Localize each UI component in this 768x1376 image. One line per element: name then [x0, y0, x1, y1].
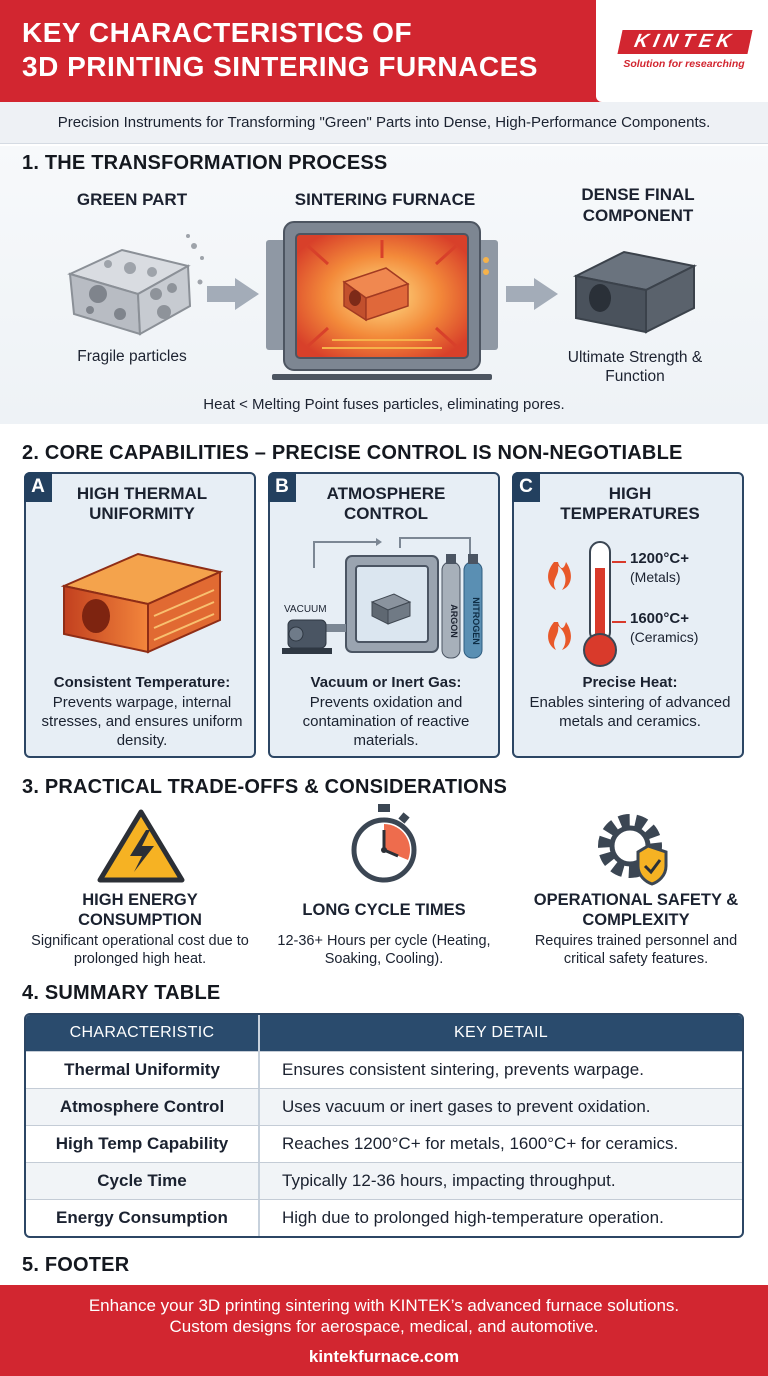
- footer-url-link[interactable]: kintekfurnace.com: [308, 1347, 460, 1366]
- table-header-characteristic: CHARACTERISTIC: [26, 1015, 260, 1051]
- arrow-right-icon: [506, 278, 558, 310]
- card-badge: A: [24, 472, 52, 502]
- nitrogen-label: NITROGEN: [471, 597, 481, 645]
- temp-mark-metals-value: 1200°C+: [630, 550, 689, 567]
- stage-final-label: DENSE FINAL COMPONENT: [581, 185, 695, 225]
- tradeoff-energy-title: HIGH ENERGY CONSUMPTION: [78, 891, 202, 929]
- tradeoff-safety-desc: Requires trained personnel and critical …: [534, 933, 738, 967]
- footer-line-1: Enhance your 3D printing sintering with …: [88, 1296, 680, 1315]
- temp-mark-ceramics-value: 1600°C+: [630, 610, 689, 627]
- thermometer-icon: [548, 541, 626, 667]
- card-description: Enables sintering of advanced metals and…: [529, 694, 731, 730]
- card-title: ATMOSPHERE CONTROL: [326, 484, 446, 523]
- table-header: CHARACTERISTIC KEY DETAIL: [26, 1015, 742, 1051]
- section-1-title: 1. THE TRANSFORMATION PROCESS: [22, 152, 388, 174]
- section-5-title: 5. FOOTER: [22, 1254, 130, 1276]
- card-description: Prevents oxidation and contamination of …: [302, 694, 470, 749]
- subtitle: Precision Instruments for Transforming "…: [0, 102, 768, 144]
- brand-logo[interactable]: KINTEK Solution for researching: [596, 0, 768, 102]
- table-cell-detail: High due to prolonged high-temperature o…: [282, 1208, 664, 1227]
- tradeoff-safety-title: OPERATIONAL SAFETY & COMPLEXITY: [533, 891, 739, 929]
- table-cell-characteristic: Thermal Uniformity: [26, 1052, 260, 1088]
- stage-final-caption: Ultimate Strength & Function: [567, 349, 703, 385]
- table-row: High Temp Capability Reaches 1200°C+ for…: [26, 1125, 742, 1162]
- card-heading: Vacuum or Inert Gas:: [310, 674, 462, 691]
- table-row: Atmosphere Control Uses vacuum or inert …: [26, 1088, 742, 1125]
- heated-block-icon: [60, 552, 224, 654]
- temp-mark-metals-label: (Metals): [630, 569, 681, 585]
- card-badge: C: [512, 472, 540, 502]
- table-row: Cycle Time Typically 12-36 hours, impact…: [26, 1162, 742, 1199]
- table-cell-detail: Ensures consistent sintering, prevents w…: [282, 1060, 644, 1079]
- table-cell-characteristic: High Temp Capability: [26, 1126, 260, 1162]
- capability-card-atmosphere: B ATMOSPHERE CONTROL VACUUM ARGON NITROG…: [268, 472, 500, 758]
- card-badge: B: [268, 472, 296, 502]
- header-banner: KEY CHARACTERISTICS OF 3D PRINTING SINTE…: [0, 0, 768, 102]
- footer-line-2: Custom designs for aerospace, medical, a…: [169, 1317, 599, 1336]
- vacuum-chamber-icon: [282, 537, 483, 659]
- card-heading: Consistent Temperature:: [53, 674, 231, 691]
- table-header-detail: KEY DETAIL: [454, 1024, 548, 1041]
- process-note: Heat < Melting Point fuses particles, el…: [203, 396, 565, 413]
- gear-shield-icon: [598, 814, 668, 886]
- stage-green-part-caption: Fragile particles: [77, 348, 187, 365]
- page-title: KEY CHARACTERISTICS OF 3D PRINTING SINTE…: [22, 16, 602, 84]
- title-line-1: KEY CHARACTERISTICS OF: [22, 17, 413, 48]
- section-4-title: 4. SUMMARY TABLE: [22, 982, 221, 1004]
- logo-wordmark: KINTEK: [617, 30, 753, 54]
- dense-component-icon: [572, 250, 698, 334]
- table-cell-characteristic: Cycle Time: [26, 1163, 260, 1199]
- green-part-icon: [67, 234, 204, 336]
- table-row: Energy Consumption High due to prolonged…: [26, 1199, 742, 1236]
- card-title: HIGH THERMAL UNIFORMITY: [76, 484, 208, 523]
- table-cell-characteristic: Energy Consumption: [26, 1200, 260, 1236]
- stage-green-part-label: GREEN PART: [76, 190, 188, 209]
- tradeoff-cycle-title: LONG CYCLE TIMES: [302, 901, 466, 919]
- title-line-2: 3D PRINTING SINTERING FURNACES: [22, 51, 538, 82]
- vacuum-label: VACUUM: [284, 604, 327, 615]
- argon-label: ARGON: [449, 604, 459, 638]
- section-2-title: 2. CORE CAPABILITIES – PRECISE CONTROL I…: [22, 442, 683, 464]
- table-cell-detail: Uses vacuum or inert gases to prevent ox…: [282, 1097, 651, 1116]
- warning-lightning-icon: [97, 809, 185, 883]
- temp-mark-ceramics-label: (Ceramics): [630, 629, 699, 645]
- table-row: Thermal Uniformity Ensures consistent si…: [26, 1051, 742, 1088]
- table-cell-detail: Typically 12-36 hours, impacting through…: [282, 1171, 616, 1190]
- card-description: Prevents warpage, internal stresses, and…: [41, 694, 243, 749]
- card-heading: Precise Heat:: [582, 674, 678, 691]
- sintering-furnace-icon: [266, 221, 498, 380]
- stage-furnace-label: SINTERING FURNACE: [294, 190, 476, 209]
- stopwatch-icon: [351, 804, 417, 883]
- card-title: HIGH TEMPERATURES: [560, 484, 700, 523]
- capability-card-thermal: A HIGH THERMAL UNIFORMITY Consistent Tem…: [24, 472, 256, 758]
- capability-card-temperature: C HIGH TEMPERATURES 1200°C+ (Metals) 160…: [512, 472, 744, 758]
- table-cell-detail: Reaches 1200°C+ for metals, 1600°C+ for …: [282, 1134, 679, 1153]
- arrow-right-icon: [207, 278, 259, 310]
- tradeoff-cycle-desc: 12-36+ Hours per cycle (Heating, Soaking…: [277, 933, 491, 967]
- footer-banner: Enhance your 3D printing sintering with …: [0, 1285, 768, 1376]
- summary-table: CHARACTERISTIC KEY DETAIL Thermal Unifor…: [24, 1013, 744, 1238]
- logo-tagline: Solution for researching: [623, 58, 745, 70]
- table-cell-characteristic: Atmosphere Control: [26, 1089, 260, 1125]
- section-3-title: 3. PRACTICAL TRADE-OFFS & CONSIDERATIONS: [22, 776, 508, 798]
- tradeoff-energy-desc: Significant operational cost due to prol…: [31, 933, 249, 967]
